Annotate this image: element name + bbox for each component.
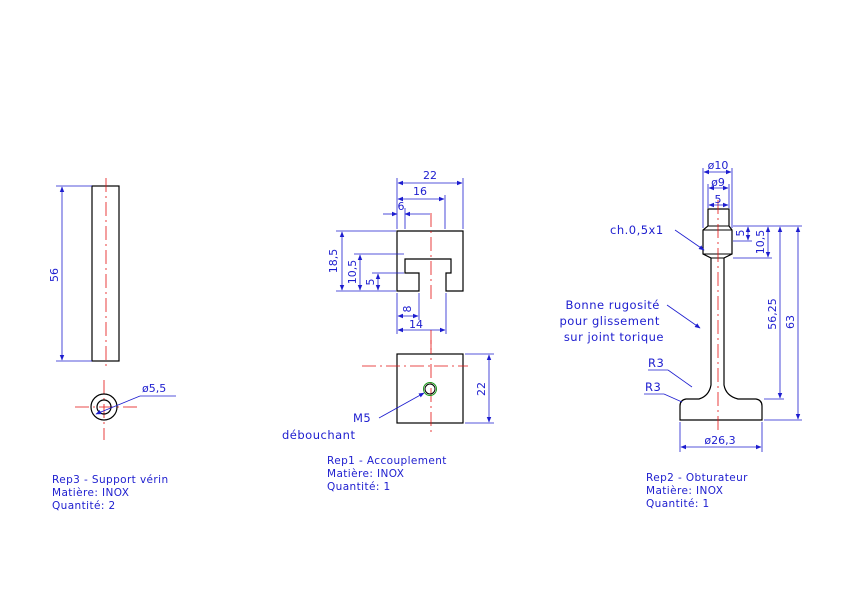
rep1-threaded-hole-outer [423, 382, 437, 396]
rep3-diameter-value: ø5,5 [142, 382, 166, 395]
rep1-side-value: 22 [475, 382, 488, 396]
rep2-surface-line-3: sur joint torique [564, 330, 664, 344]
rep1-accouplement: 22 16 6 18,5 10,5 5 8 14 M5 débouchant [282, 169, 494, 493]
rep2-base-value: ø26,3 [704, 434, 735, 447]
rep3-length-value: 56 [48, 268, 61, 282]
rep2-top-small-value: 5 [734, 230, 747, 237]
rep2-quantity: Quantité: 1 [646, 498, 710, 510]
rep1-depth-inner-value: 5 [364, 279, 377, 286]
rep1-neck-value: 8 [401, 306, 414, 313]
rep1-thread-note: débouchant [282, 428, 355, 442]
rep3-support-verin: 56 ø5,5 Rep3 - Support vérin Matière: IN… [48, 178, 176, 512]
rep2-surface-leader [666, 304, 701, 329]
rep2-top-large-value: 10,5 [754, 230, 767, 255]
rep2-radius-top-leader [667, 369, 693, 388]
rep2-radius-bottom-value: R3 [645, 380, 661, 394]
rep1-thread-size: M5 [353, 411, 371, 425]
rep1-slot-offset-value: 6 [398, 200, 405, 213]
rep3-material: Matière: INOX [52, 487, 129, 499]
rep3-end-view-inner-circle [96, 399, 112, 415]
rep1-threaded-hole-inner [424, 383, 436, 395]
rep3-diameter-leader [95, 395, 141, 415]
rep3-end-view-outer-circle [90, 393, 118, 421]
rep2-surface-note: Bonne rugosité pour glissement sur joint… [560, 298, 665, 344]
rep2-head-inner-value: ø9 [711, 176, 725, 189]
rep1-quantity: Quantité: 1 [327, 481, 391, 493]
rep1-front-view-outline [396, 230, 464, 292]
rep2-head-len-value: 5 [715, 193, 722, 206]
rep1-depth-outer-value: 10,5 [346, 260, 359, 285]
rep2-title-block: Rep2 - Obturateur Matière: INOX Quantité… [646, 472, 752, 510]
rep2-surface-line-2: pour glissement [560, 314, 660, 328]
rep2-shaft-value: 56,25 [766, 298, 779, 330]
rep3-title-block: Rep3 - Support vérin Matière: INOX Quant… [52, 474, 172, 512]
rep1-material: Matière: INOX [327, 468, 404, 480]
rep2-head-outer-value: ø10 [708, 159, 729, 172]
rep2-obturateur: ø10 ø9 5 ch.0,5x1 5 10,5 56,25 63 Bonne … [560, 159, 802, 510]
rep2-material: Matière: INOX [646, 485, 723, 497]
rep3-title: Rep3 - Support vérin [52, 474, 169, 486]
rep2-total-value: 63 [784, 315, 797, 329]
rep1-body-value: 14 [409, 318, 423, 331]
rep1-slot-outer-value: 16 [413, 185, 427, 198]
rep2-radius-top-value: R3 [648, 356, 664, 370]
rep1-top-view-outline [396, 353, 464, 424]
rep2-chamfer-leader [674, 229, 705, 251]
rep1-thread-leader [378, 392, 425, 419]
rep1-height-value: 18,5 [327, 249, 340, 274]
rep2-radius-bottom-leader [663, 393, 683, 403]
rep3-quantity: Quantité: 2 [52, 500, 116, 512]
rep1-title: Rep1 - Accouplement [327, 455, 447, 467]
rep1-width-value: 22 [423, 169, 437, 182]
rep2-title: Rep2 - Obturateur [646, 472, 748, 484]
rep2-piston-outline [679, 208, 763, 421]
rep3-rod-outline [91, 185, 120, 362]
rep1-title-block: Rep1 - Accouplement Matière: INOX Quanti… [327, 455, 451, 493]
rep2-surface-line-1: Bonne rugosité [565, 298, 659, 312]
rep2-chamfer-value: ch.0,5x1 [610, 223, 664, 237]
